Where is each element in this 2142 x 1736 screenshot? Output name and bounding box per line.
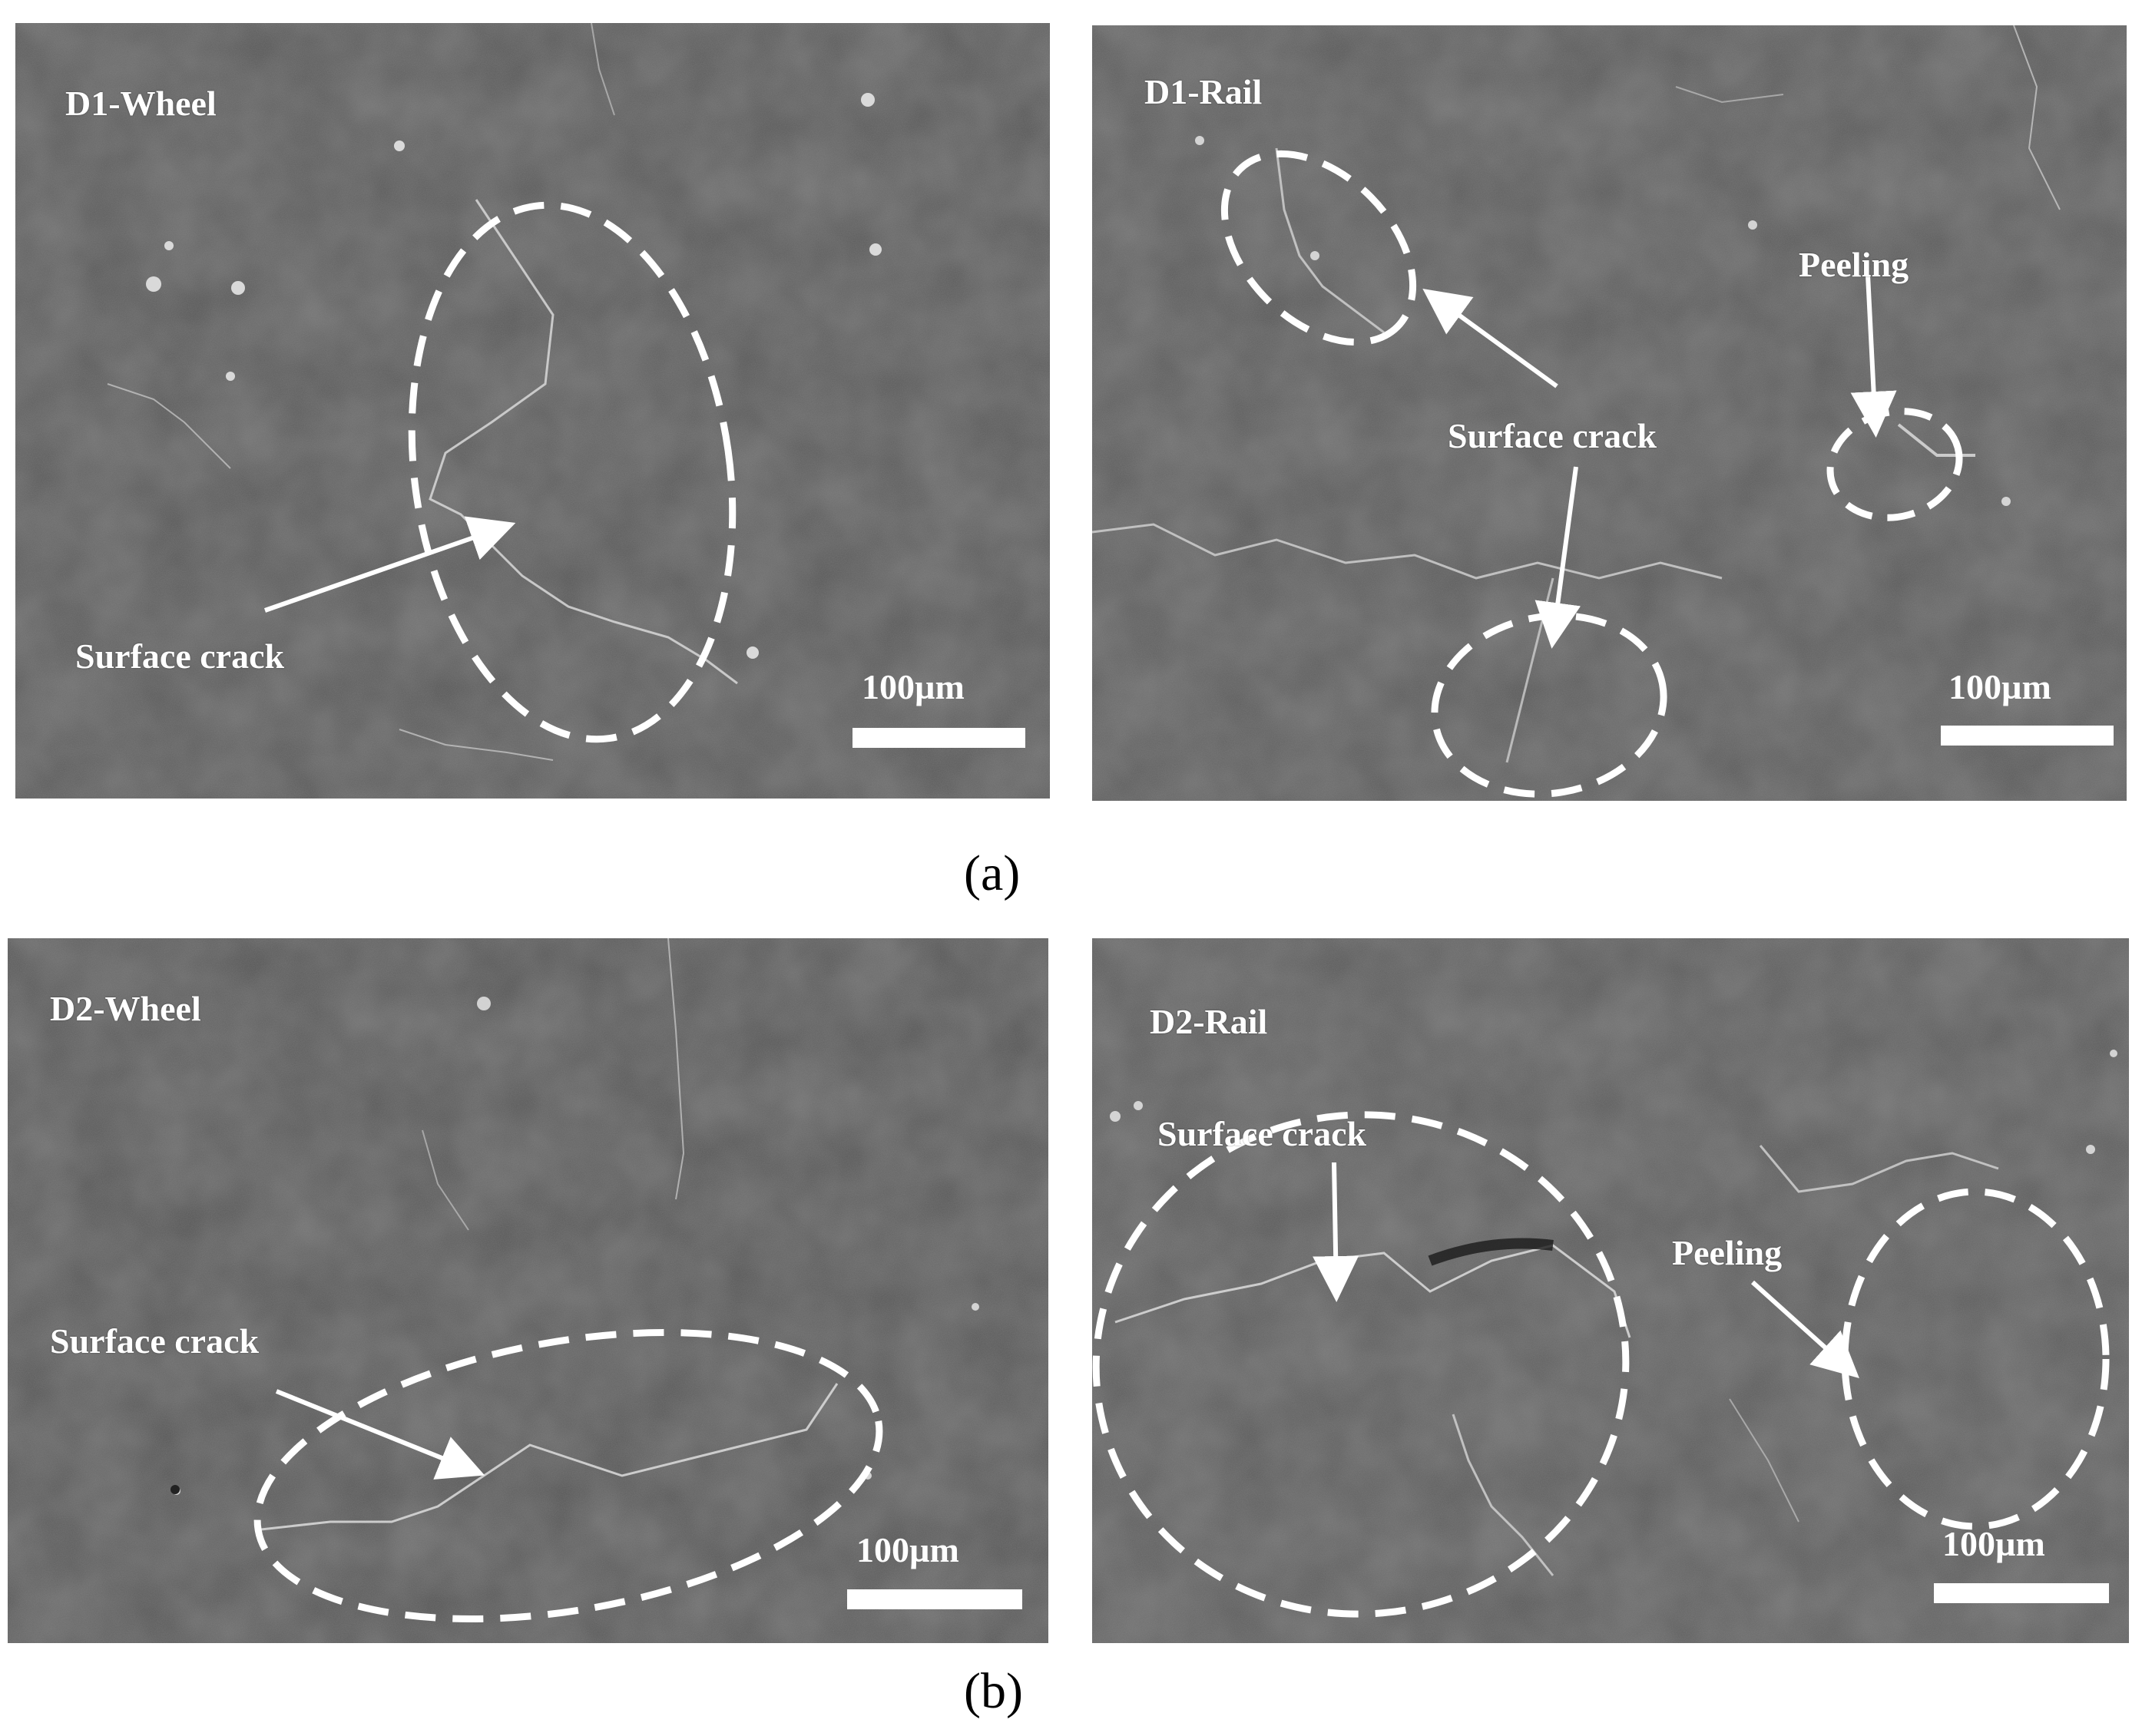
surface-crack-arrow	[1313, 1162, 1359, 1302]
surface-crack-annotation: Surface crack	[75, 637, 285, 676]
surface-crack-annotation: Surface crack	[1157, 1114, 1367, 1153]
surface-crack-arrow	[264, 516, 516, 613]
surface-crack-region-ellipse	[408, 201, 737, 743]
sample-label: D1-Wheel	[65, 84, 217, 123]
surface-crack-region-ellipse-upper	[1220, 150, 1417, 346]
peeling-arrow	[1750, 1280, 1859, 1379]
annotation-overlay	[264, 201, 737, 743]
sem-texture	[8, 938, 1048, 1643]
scale-bar-label: 100µm	[1942, 1524, 2045, 1563]
sample-label: D1-Rail	[1144, 72, 1263, 111]
scale-bar	[852, 728, 1025, 748]
scale-bar-label: 100µm	[1948, 667, 2051, 706]
scale-bar-label: 100µm	[856, 1530, 959, 1569]
sem-image-d1-rail: D1-Rail Peeling Surface crack 100µm	[1092, 25, 2127, 801]
peeling-region-ellipse	[1841, 1188, 2110, 1530]
peeling-annotation: Peeling	[1799, 245, 1909, 284]
peeling-annotation: Peeling	[1672, 1233, 1783, 1272]
surface-crack-annotation: Surface crack	[50, 1321, 260, 1361]
surface-crack-arrow-upper	[1422, 288, 1558, 389]
annotation-overlay	[1092, 1111, 2110, 1618]
scale-bar	[1941, 726, 2114, 746]
surface-crack-arrow-lower	[1534, 466, 1581, 649]
annotation-overlay	[253, 1329, 883, 1622]
surface-crack-arrow	[275, 1389, 485, 1480]
sem-texture	[15, 23, 1050, 799]
annotation-overlay	[1220, 150, 1963, 798]
caption-b: (b)	[964, 1663, 1023, 1719]
peeling-region-ellipse	[1826, 408, 1963, 521]
sem-image-d2-rail: D2-Rail Surface crack Peeling 100µm	[1092, 938, 2129, 1643]
sample-label: D2-Wheel	[50, 989, 201, 1028]
surface-crack-region-ellipse-lower	[1431, 612, 1667, 798]
surface-crack-annotation: Surface crack	[1448, 416, 1657, 455]
peeling-arrow	[1850, 274, 1897, 438]
sample-label: D2-Rail	[1150, 1002, 1268, 1041]
sem-texture	[1092, 25, 2127, 801]
surface-crack-region-ellipse	[253, 1329, 883, 1622]
surface-crack-region-ellipse	[1092, 1111, 1630, 1618]
scale-bar-label: 100µm	[862, 667, 965, 706]
scale-bar	[1934, 1583, 2109, 1603]
caption-a: (a)	[964, 845, 1021, 901]
scale-bar	[847, 1589, 1022, 1609]
sem-image-d1-wheel: D1-Wheel Surface crack 100µm	[15, 23, 1050, 799]
sem-image-d2-wheel: D2-Wheel Surface crack 100µm	[8, 938, 1048, 1643]
